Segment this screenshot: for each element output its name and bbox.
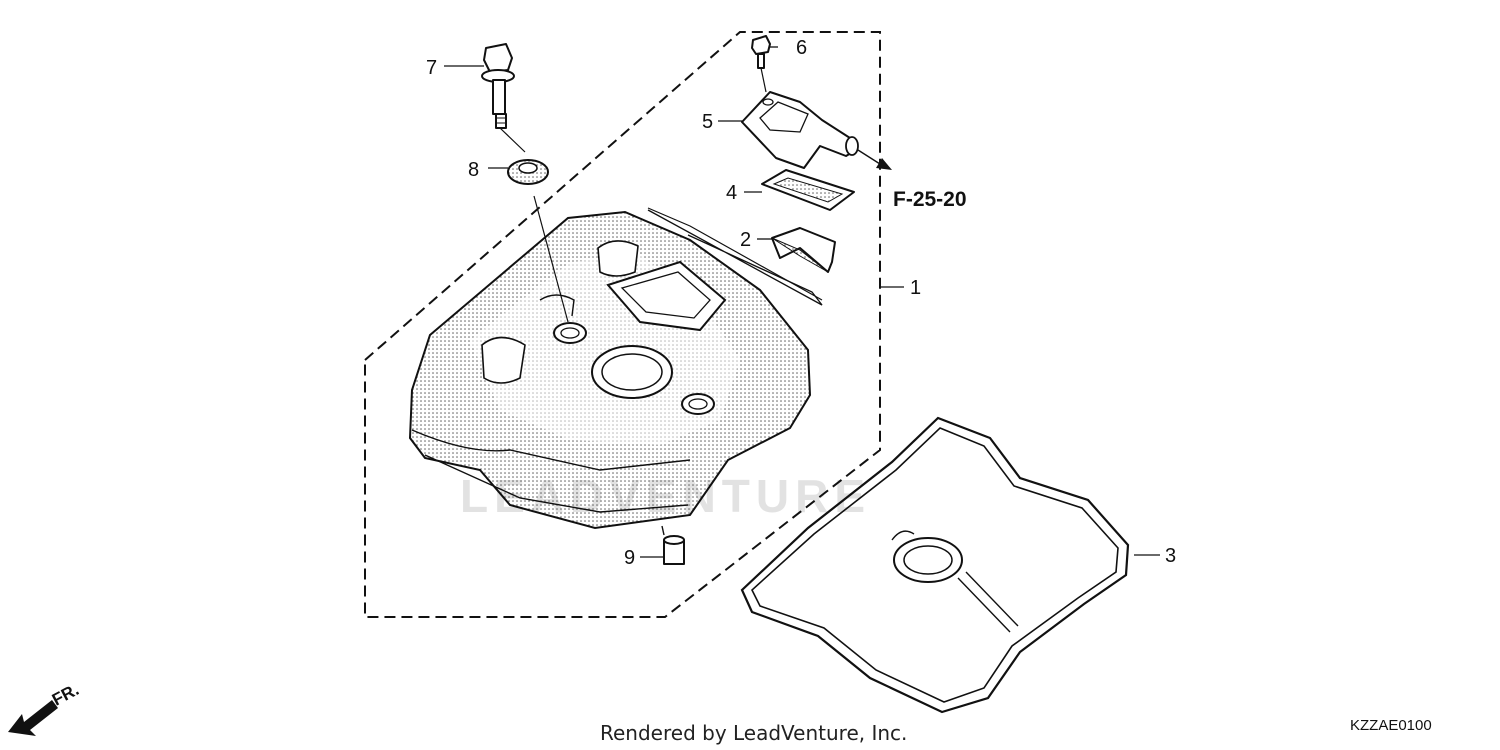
cylinder-head-cover <box>408 210 812 536</box>
callout-1: 1 <box>910 277 921 299</box>
collar-part <box>663 535 685 565</box>
assembly-boundary <box>364 31 881 618</box>
front-arrow-icon <box>8 700 58 736</box>
callout-8: 8 <box>468 159 479 181</box>
reference-link[interactable]: F-25-20 <box>893 188 967 211</box>
callout-5: 5 <box>702 111 713 133</box>
reference-arrow <box>857 149 892 170</box>
footer-credit: Rendered by LeadVenture, Inc. <box>600 721 907 745</box>
cover-bolt-part <box>481 43 526 153</box>
callout-2: 2 <box>740 229 751 251</box>
callout-4: 4 <box>726 182 737 204</box>
callout-3: 3 <box>1165 545 1176 567</box>
leader-diagonal <box>647 207 823 301</box>
breather-cover-part <box>741 91 859 169</box>
diagram-code: KZZAE0100 <box>1350 717 1432 734</box>
breather-guide-lines <box>647 209 823 306</box>
callout-leaders <box>444 46 1160 558</box>
breather-plate-part <box>771 227 836 273</box>
front-direction-indicator: FR. <box>8 680 82 736</box>
callout-9: 9 <box>624 547 635 569</box>
head-cover-gasket-part <box>740 416 1130 714</box>
washer-part <box>507 159 569 323</box>
callout-6: 6 <box>796 37 807 59</box>
callout-7: 7 <box>426 57 437 79</box>
breather-bolt-part <box>751 35 771 93</box>
breather-gasket-part <box>761 169 855 211</box>
